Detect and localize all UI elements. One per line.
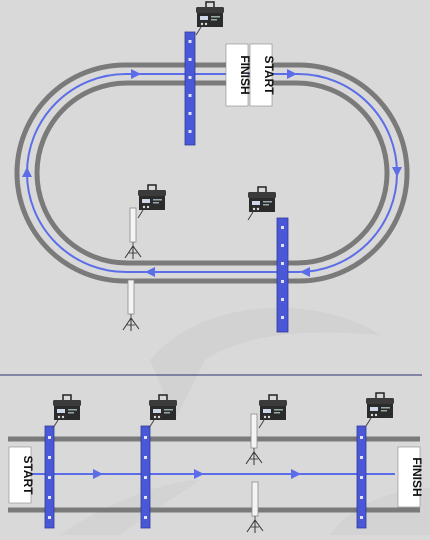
arrow-left-icon bbox=[300, 267, 310, 277]
loop-antenna-mat bbox=[184, 31, 196, 146]
finish-label-text: FINISH bbox=[410, 457, 424, 496]
arrow-right-icon bbox=[287, 69, 297, 79]
tripod-antenna-icon bbox=[124, 207, 142, 260]
oval-track bbox=[14, 62, 410, 284]
oval-arrows bbox=[22, 69, 402, 277]
arrow-up-icon bbox=[22, 167, 32, 177]
oval-start-label: START bbox=[249, 43, 276, 107]
finish-label-text: FINISH bbox=[238, 55, 252, 94]
timing-decoder-icon bbox=[247, 186, 277, 221]
timing-decoder-icon bbox=[195, 1, 225, 36]
straight-track bbox=[8, 436, 420, 513]
timing-decoder-icon bbox=[365, 392, 395, 427]
arrow-left-icon bbox=[145, 267, 155, 277]
loop-antenna-mat bbox=[276, 217, 289, 333]
timing-decoder-icon bbox=[137, 184, 167, 219]
loop-antenna-mat bbox=[44, 425, 55, 529]
straight-finish-label: FINISH bbox=[397, 446, 424, 508]
straight-start-label: START bbox=[8, 446, 35, 504]
timing-decoder-icon bbox=[52, 394, 82, 429]
arrow-right-icon bbox=[131, 69, 141, 79]
arrow-down-icon bbox=[392, 167, 402, 177]
start-label-text: START bbox=[21, 455, 35, 495]
arrow-right-icon bbox=[291, 469, 301, 479]
tripod-antenna-icon bbox=[122, 279, 140, 332]
loop-antenna-mat bbox=[140, 425, 151, 529]
loop-antenna-mat bbox=[356, 425, 367, 529]
timing-decoder-icon bbox=[258, 394, 288, 429]
oval-finish-label: FINISH bbox=[225, 43, 252, 107]
arrow-right-icon bbox=[194, 469, 204, 479]
arrow-right-icon bbox=[93, 469, 103, 479]
start-label-text: START bbox=[262, 55, 276, 95]
